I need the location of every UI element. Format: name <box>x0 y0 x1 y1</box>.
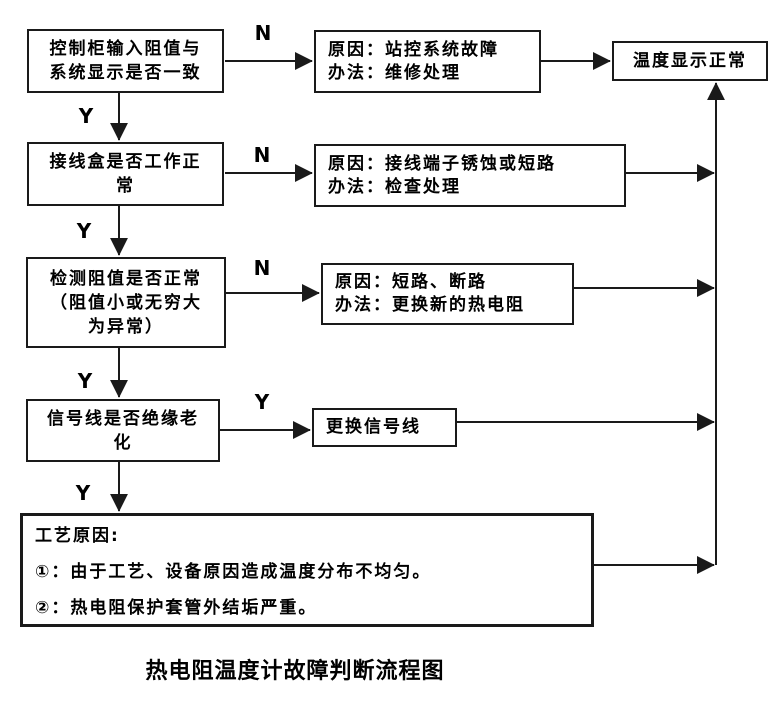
diagram-caption: 热电阻温度计故障判断流程图 <box>145 659 445 684</box>
decision-input-resistance-match: 控制柜输入阻值与 系统显示是否一致 <box>27 29 224 93</box>
branch-label-yes-2: Y <box>76 219 92 243</box>
branch-label-no-3: N <box>253 256 271 280</box>
branch-label-yes-3: Y <box>77 369 93 393</box>
process-cause-item-1: ①：由于工艺、设备原因造成温度分布不均匀。 <box>35 562 432 582</box>
decision-junction-box-working: 接线盒是否工作正 常 <box>27 142 224 206</box>
decision-signal-wire-insulation-aged: 信号线是否绝缘老 化 <box>26 399 220 462</box>
branch-label-yes-right: Y <box>254 390 270 414</box>
branch-label-yes-4: Y <box>75 481 91 505</box>
end-temperature-normal: 温度显示正常 <box>612 41 768 81</box>
process-cause-item-2: ②：热电阻保护套管外结垢严重。 <box>35 598 318 618</box>
remedy-replace-signal-wire: 更换信号线 <box>312 408 457 447</box>
branch-label-no-1: N <box>254 21 272 45</box>
branch-label-no-2: N <box>253 143 271 167</box>
remedy-terminal-corrosion: 原因：接线端子锈蚀或短路 办法：检查处理 <box>314 144 626 207</box>
process-cause-title: 工艺原因: <box>35 526 120 546</box>
remedy-station-control-fault: 原因：站控系统故障 办法：维修处理 <box>314 30 541 93</box>
decision-resistance-value-normal: 检测阻值是否正常 （阻值小或无穷大 为异常） <box>26 257 226 348</box>
remedy-replace-rtd: 原因：短路、断路 办法：更换新的热电阻 <box>321 263 574 325</box>
process-cause-box: 工艺原因: ①：由于工艺、设备原因造成温度分布不均匀。 ②：热电阻保护套管外结垢… <box>20 513 594 627</box>
branch-label-yes-1: Y <box>78 104 94 128</box>
